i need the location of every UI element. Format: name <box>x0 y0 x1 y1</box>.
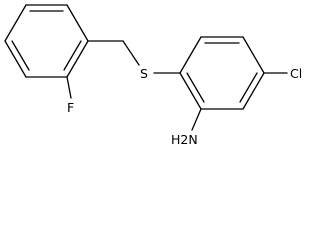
double-bond-inner <box>11 40 30 71</box>
bond <box>179 36 202 74</box>
bond <box>66 4 89 42</box>
bond <box>242 36 265 74</box>
amine-label: H2N <box>171 132 198 147</box>
double-bond-inner <box>186 72 205 103</box>
chlorine-label: Cl <box>290 66 302 81</box>
bond <box>66 40 89 78</box>
double-bond-inner <box>239 72 258 103</box>
fluorine-label: F <box>67 100 74 115</box>
sulfur-label: S <box>140 66 148 81</box>
bond-c-f <box>66 76 72 99</box>
fluorophenyl-ring <box>4 4 89 78</box>
bond <box>179 72 202 110</box>
chloroaniline-ring <box>179 36 265 110</box>
bond-ch2-s <box>122 40 140 66</box>
double-bond-inner <box>63 40 82 71</box>
bond <box>242 72 265 110</box>
bond <box>4 4 27 42</box>
chemical-structure: S Cl F H2N <box>4 4 302 147</box>
bond-c-n <box>191 108 202 131</box>
bond <box>4 40 27 78</box>
